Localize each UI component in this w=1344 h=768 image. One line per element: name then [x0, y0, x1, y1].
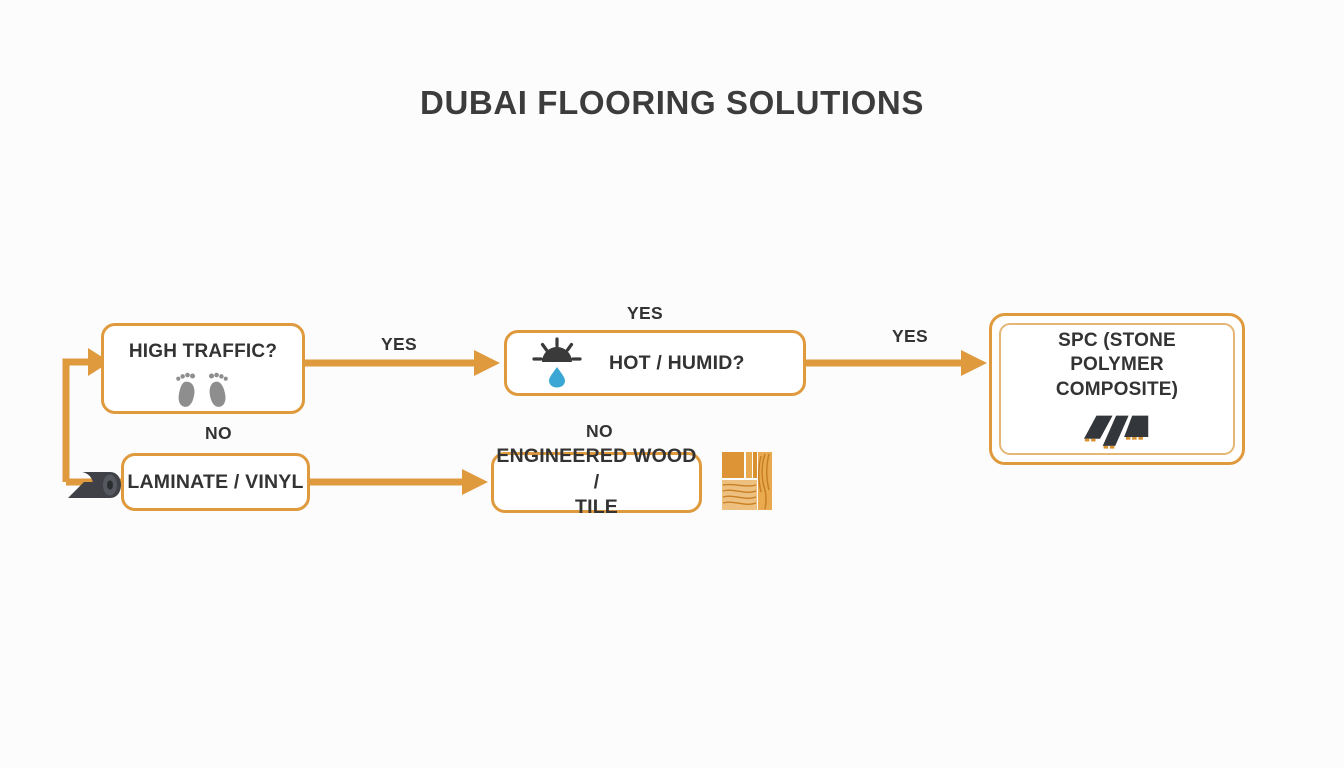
node-spc-label: SPC (STONE POLYMER COMPOSITE)	[1001, 329, 1233, 402]
node-engineered-label-line2: TILE	[574, 496, 619, 519]
flooring-planks-icon	[1083, 415, 1149, 449]
node-engineered[interactable]: ENGINEERED WOOD / TILE	[491, 445, 702, 518]
node-laminate[interactable]: LAMINATE / VINYL	[121, 453, 310, 511]
edge-label-no-to-engineered: NO	[586, 421, 613, 441]
node-spc-inner-frame: SPC (STONE POLYMER COMPOSITE)	[999, 323, 1235, 455]
connector-entry	[62, 358, 88, 482]
arrowhead-hot-humid-yes	[961, 350, 987, 376]
carpet-roll-icon	[68, 472, 121, 498]
footprints-icon	[176, 373, 228, 408]
node-engineered-label-line1: ENGINEERED WOOD /	[496, 445, 697, 493]
edge-label-no-to-laminate: NO	[205, 423, 232, 443]
edge-label-yes-to-spc: YES	[892, 326, 928, 346]
arrowhead-laminate-to-engineered	[462, 469, 488, 495]
node-engineered-label: ENGINEERED WOOD / TILE	[494, 444, 699, 520]
edge-label-yes-high-traffic: YES	[381, 334, 417, 354]
node-high-traffic-label: HIGH TRAFFIC?	[128, 341, 278, 362]
arrowhead-high-traffic-yes	[474, 350, 500, 376]
node-hot-humid[interactable]: HOT / HUMID?	[504, 330, 806, 396]
wood-grain-icon	[722, 452, 772, 510]
arrowhead-entry	[88, 348, 110, 376]
node-spc-label-line1: SPC (STONE POLYMER	[1058, 330, 1176, 376]
sun-droplet-icon	[532, 337, 582, 388]
edge-label-yes-above-hot-humid: YES	[627, 303, 663, 323]
node-laminate-label: LAMINATE / VINYL	[127, 470, 304, 493]
node-spc[interactable]: SPC (STONE POLYMER COMPOSITE)	[989, 313, 1245, 465]
page-title: DUBAI FLOORING SOLUTIONS	[420, 84, 924, 121]
node-spc-label-line2: COMPOSITE)	[1055, 378, 1179, 400]
node-high-traffic[interactable]: HIGH TRAFFIC?	[101, 323, 305, 414]
node-hot-humid-label: HOT / HUMID?	[609, 351, 745, 374]
